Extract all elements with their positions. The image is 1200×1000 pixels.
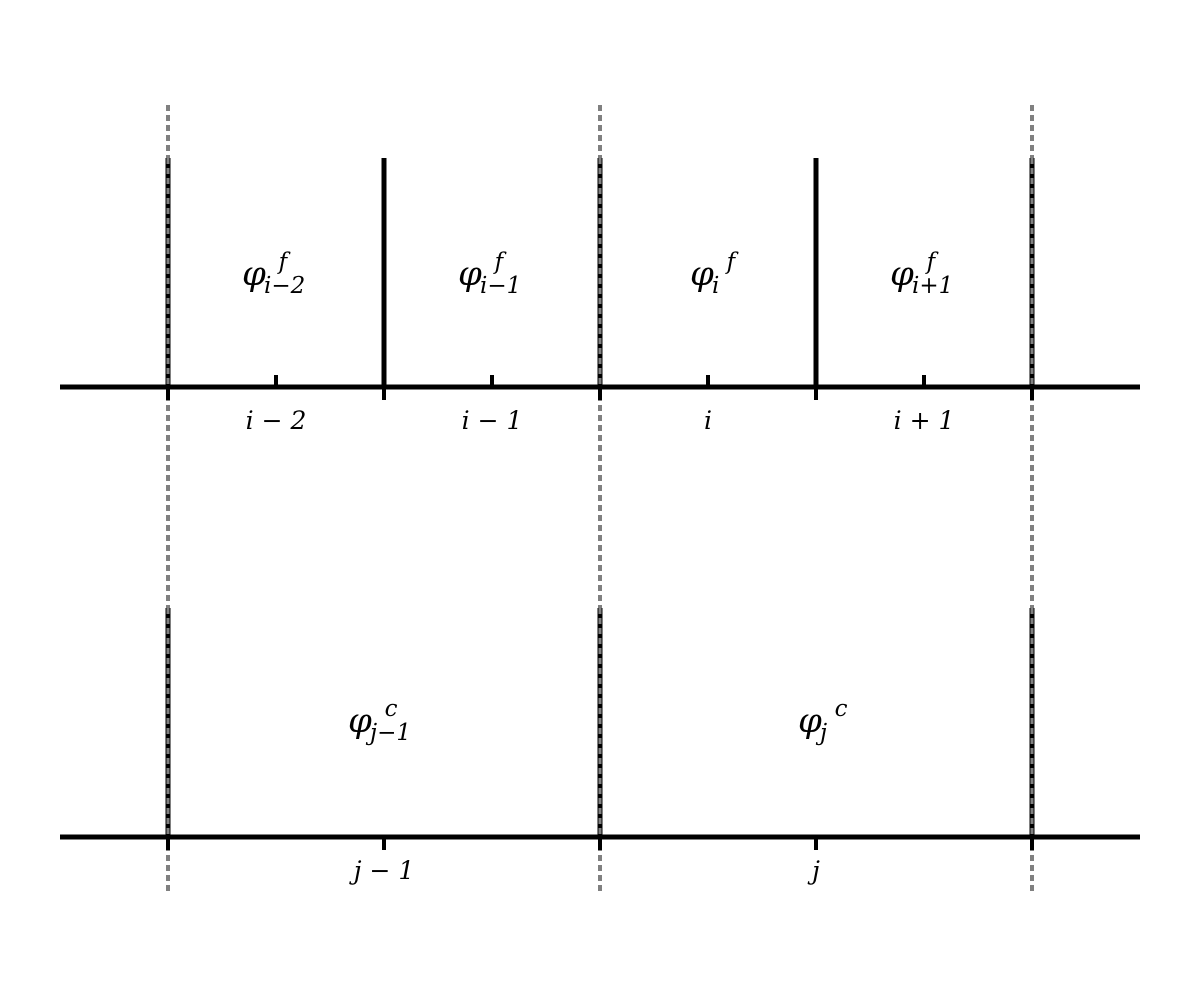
fine-index-label: i: [704, 406, 712, 435]
coarse-index-label: j: [807, 856, 820, 885]
phi-symbol: φ: [798, 701, 822, 741]
superscript: f: [277, 249, 291, 275]
subscript: i: [712, 273, 719, 299]
phi-symbol: φ: [690, 254, 714, 294]
fine-cell-value: φ f i−1: [458, 238, 521, 299]
fine-cell-value: φ f i: [690, 238, 746, 299]
fine-grid: φ f i−2 φ f i−1 φ f i φ f i+1 i − 2 i − …: [60, 158, 1140, 435]
phi-symbol: φ: [348, 701, 372, 741]
fine-index-label: i − 1: [462, 406, 523, 435]
coarse-grid: φ c j−1 φ c j j − 1 j: [60, 608, 1140, 885]
fine-index-label: i − 2: [246, 406, 307, 435]
fine-cell-value: φ f i+1: [890, 238, 953, 299]
phi-symbol: φ: [458, 254, 482, 294]
coarse-cell-value: φ c j: [798, 685, 858, 746]
phi-symbol: φ: [890, 254, 914, 294]
superscript: c: [835, 696, 848, 722]
subscript: i−1: [480, 273, 521, 299]
superscript: c: [385, 696, 398, 722]
superscript: f: [725, 249, 739, 275]
fine-cell-value: φ f i−2: [242, 238, 305, 299]
subscript: i+1: [912, 273, 953, 299]
subscript: i−2: [264, 273, 305, 299]
coarse-cell-value: φ c j−1: [348, 685, 411, 746]
coarse-index-label: j − 1: [349, 856, 415, 885]
fine-index-label: i + 1: [894, 406, 955, 435]
superscript: f: [493, 249, 507, 275]
superscript: f: [925, 249, 939, 275]
phi-symbol: φ: [242, 254, 266, 294]
subscript: j−1: [365, 720, 411, 746]
